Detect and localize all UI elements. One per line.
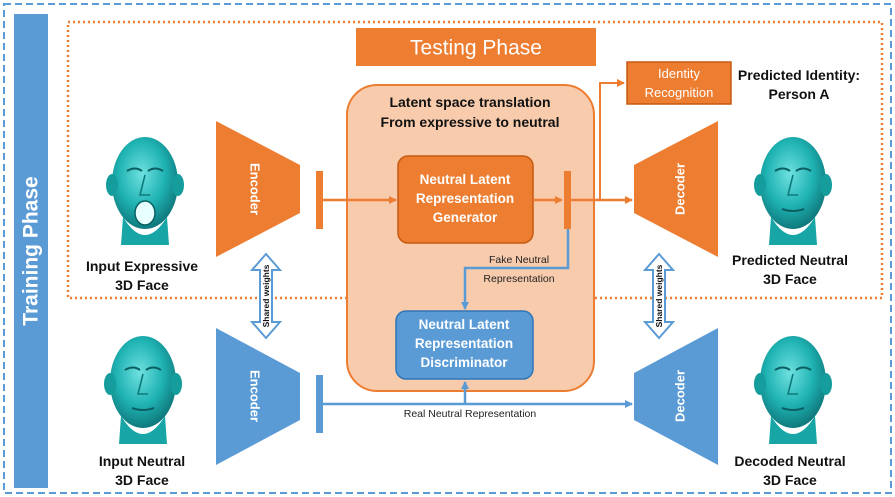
encoder-top-label: Encoder — [248, 163, 263, 215]
discriminator-line-3: Discriminator — [420, 355, 508, 370]
caption-input-neutral-1: Input Neutral — [99, 453, 185, 469]
discriminator-line-1: Neutral Latent — [419, 317, 510, 332]
latent-code-expressive — [316, 171, 323, 229]
training-phase-label: Training Phase — [20, 176, 43, 325]
decoder-top-label: Decoder — [673, 163, 688, 215]
generator-line-3: Generator — [433, 210, 498, 225]
face-decoded-neutral — [753, 335, 833, 445]
discriminator-box — [395, 310, 534, 380]
caption-input-neutral-2: 3D Face — [115, 472, 169, 488]
latent-box-title-2: From expressive to neutral — [381, 114, 560, 130]
predicted-identity-line-2: Person A — [769, 86, 830, 102]
caption-predicted-neutral-1: Predicted Neutral — [732, 252, 848, 268]
encoder-bottom-label: Encoder — [248, 370, 263, 422]
encoder-top — [216, 121, 300, 257]
training-phase-frame — [3, 3, 892, 494]
face-input-expressive — [105, 136, 185, 246]
latent-code-neutral-real — [316, 375, 323, 433]
decoder-bottom — [634, 328, 718, 465]
identity-line-2: Recognition — [645, 85, 714, 100]
generator-line-1: Neutral Latent — [420, 172, 511, 187]
shared-weights-decoder: Shared weights — [642, 252, 676, 340]
caption-predicted-neutral-2: 3D Face — [763, 271, 817, 287]
arrow-fake-to-discriminator — [461, 229, 570, 310]
face-input-neutral — [103, 335, 183, 445]
face-predicted-neutral — [753, 136, 833, 246]
fake-neutral-line-1: Fake Neutral — [489, 254, 549, 266]
arrow-code-to-identity — [599, 79, 625, 200]
caption-decoded-neutral-2: 3D Face — [763, 472, 817, 488]
caption-input-expressive-1: Input Expressive — [86, 258, 198, 274]
real-neutral-label: Real Neutral Representation — [404, 408, 537, 420]
caption-input-expressive-2: 3D Face — [115, 277, 169, 293]
decoder-top — [634, 121, 718, 257]
testing-phase-banner — [356, 28, 596, 66]
discriminator-line-2: Representation — [415, 336, 513, 351]
caption-decoded-neutral-1: Decoded Neutral — [734, 453, 845, 469]
training-phase-bar — [14, 14, 48, 488]
shared-weights-encoder: Shared weights — [249, 252, 283, 340]
fake-neutral-line-2: Representation — [483, 273, 554, 285]
encoder-bottom — [216, 328, 300, 465]
predicted-identity-line-1: Predicted Identity: — [738, 67, 860, 83]
decoder-bottom-label: Decoder — [673, 370, 688, 422]
identity-line-1: Identity — [658, 66, 700, 81]
testing-phase-label: Testing Phase — [410, 37, 542, 60]
latent-box-title-1: Latent space translation — [389, 94, 550, 110]
identity-recognition-box — [626, 61, 732, 105]
svg-text:Shared weights: Shared weights — [654, 264, 664, 327]
generator-line-2: Representation — [416, 191, 514, 206]
latent-code-neutral-fake — [564, 171, 571, 229]
svg-text:Shared weights: Shared weights — [261, 264, 271, 327]
